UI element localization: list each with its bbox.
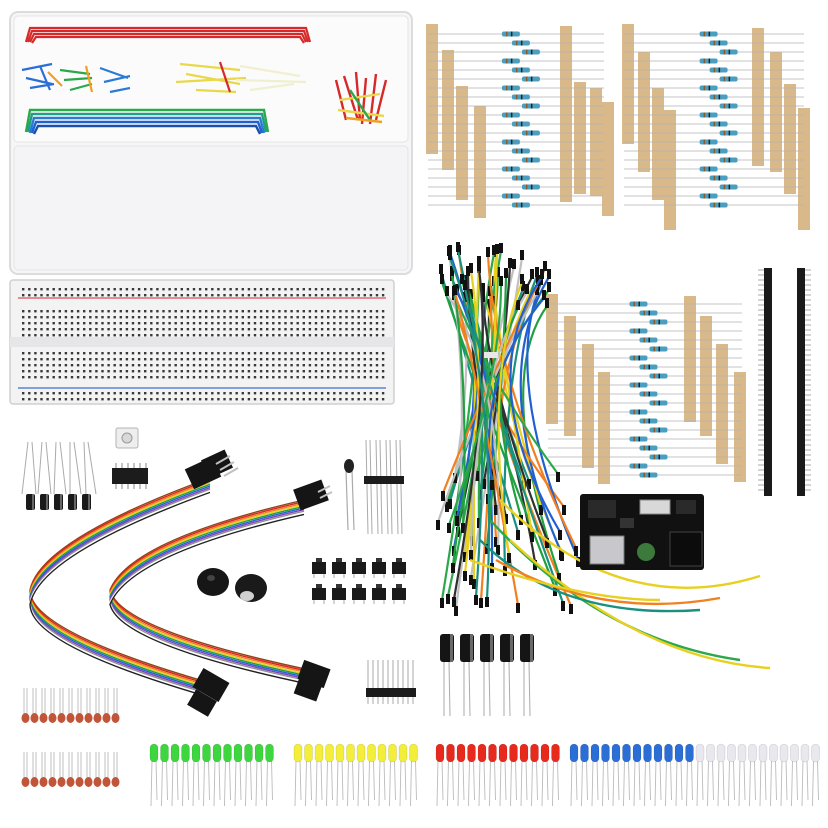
transistors-group-2 — [366, 660, 416, 704]
red-short-wire-cluster — [334, 71, 388, 125]
thermistor — [344, 459, 355, 531]
resistor-strip-group-1 — [426, 24, 614, 218]
mixed-short-wires — [21, 61, 307, 94]
jumper-wire-box — [9, 11, 413, 275]
dupont-jumper-bundle — [436, 242, 771, 670]
red-long-wires — [24, 26, 312, 44]
resistor-strip-group-2 — [622, 24, 810, 230]
ic-chip — [112, 463, 148, 489]
led-assortment — [149, 743, 820, 807]
blue-green-long-wires — [24, 108, 270, 135]
header-pins-silver — [215, 455, 333, 499]
breadboard — [9, 279, 395, 405]
electrolytic-capacitors-small — [21, 441, 97, 510]
pin-headers — [758, 268, 811, 496]
transistors-group-1 — [364, 439, 404, 535]
rainbow-ribbon-cable — [29, 477, 311, 696]
tactile-buttons — [312, 558, 406, 604]
buzzers — [197, 568, 267, 602]
electrolytic-capacitors-large — [440, 634, 534, 717]
ceramic-capacitors — [21, 688, 120, 787]
potentiometer — [115, 427, 139, 449]
breadboard-holes — [22, 288, 385, 401]
resistor-strip-group-3 — [546, 294, 746, 484]
breadboard-power-module — [580, 494, 704, 570]
